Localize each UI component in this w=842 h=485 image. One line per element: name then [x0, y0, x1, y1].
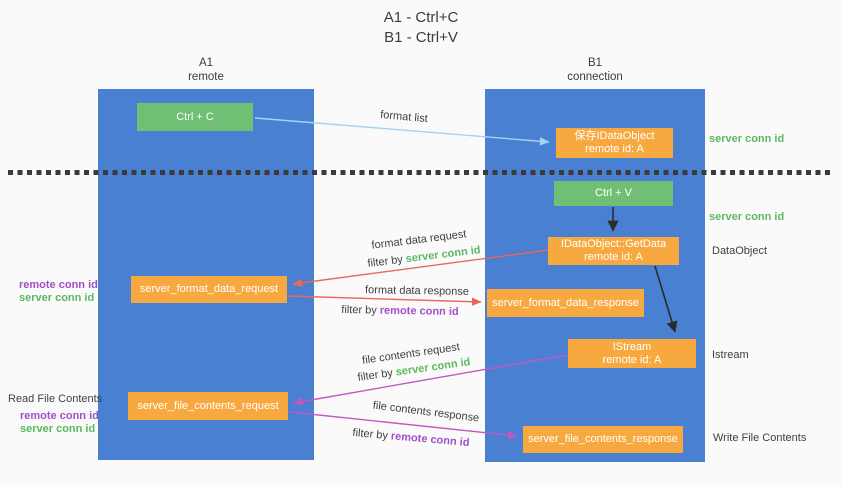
label-server-conn-id-left-top: server conn id: [19, 292, 95, 304]
label-server-conn-id-left-bottom: server conn id: [20, 423, 96, 435]
remote-conn-id-text: remote conn id: [390, 430, 470, 450]
dotted-divider: [8, 170, 834, 175]
node-server-format-data-response-label: server_format_data_response: [492, 296, 639, 309]
node-server-file-contents-response: server_file_contents_response: [523, 426, 683, 453]
left-column-name: A1: [198, 57, 214, 69]
label-remote-conn-id-left-bottom: remote conn id: [20, 410, 99, 422]
node-istream-line2: remote id: A: [602, 353, 662, 366]
node-server-format-data-request-label: server_format_data_request: [139, 283, 279, 295]
node-ctrl-v: Ctrl + V: [554, 181, 673, 206]
filter-by-text: filter by: [352, 426, 389, 442]
right-column-name: B1: [587, 57, 603, 69]
label-istream: Istream: [712, 349, 749, 361]
node-save-dataobject-line1: 保存IDataObject: [574, 130, 655, 142]
label-file-contents-response: file contents response: [372, 399, 480, 425]
title-line-2: B1 - Ctrl+V: [384, 29, 458, 46]
label-server-conn-id-mid: server conn id: [709, 211, 785, 223]
node-server-format-data-response: server_format_data_response: [487, 289, 644, 317]
node-getdata-line2: remote id: A: [584, 251, 643, 263]
node-save-dataobject-line2: remote id: A: [585, 143, 644, 155]
diagram-title: A1 - Ctrl+C B1 - Ctrl+V: [0, 8, 842, 48]
label-dataobject: DataObject: [712, 245, 768, 257]
node-server-file-contents-request-label: server_file_contents_request: [137, 399, 279, 412]
label-remote-conn-id-left-top: remote conn id: [19, 279, 98, 291]
label-format-data-response: format data response: [364, 284, 470, 298]
title-line-1: A1 - Ctrl+C: [383, 9, 459, 26]
remote-conn-id-text: remote conn id: [379, 304, 459, 319]
server-conn-id-text: server conn id: [405, 244, 482, 266]
filter-by-text: filter by: [356, 367, 394, 384]
node-server-format-data-request: server_format_data_request: [131, 276, 287, 303]
left-column-subtitle: remote: [188, 71, 224, 83]
node-getdata: IDataObject::GetData remote id: A: [548, 237, 679, 265]
node-save-dataobject: 保存IDataObject remote id: A: [556, 128, 673, 158]
filter-by-text: filter by: [341, 303, 377, 317]
label-server-conn-id-top: server conn id: [709, 133, 785, 145]
right-column-header: B1 connection: [485, 56, 705, 84]
node-istream-line1: IStream: [612, 340, 652, 353]
filter-by-text: filter by: [366, 253, 404, 270]
node-ctrl-c-label: Ctrl + C: [176, 110, 214, 123]
node-server-file-contents-request: server_file_contents_request: [128, 392, 288, 420]
left-column-header: A1 remote: [98, 56, 314, 84]
right-column-subtitle: connection: [567, 71, 623, 83]
node-getdata-line1: IDataObject::GetData: [560, 238, 667, 250]
node-istream: IStream remote id: A: [568, 339, 696, 368]
node-ctrl-c: Ctrl + C: [137, 103, 253, 131]
label-write-file-contents: Write File Contents: [713, 432, 807, 444]
label-format-list: format list: [379, 108, 429, 126]
label-read-file-contents: Read File Contents: [8, 393, 103, 405]
node-server-file-contents-response-label: server_file_contents_response: [528, 433, 678, 445]
node-ctrl-v-label: Ctrl + V: [595, 187, 632, 199]
